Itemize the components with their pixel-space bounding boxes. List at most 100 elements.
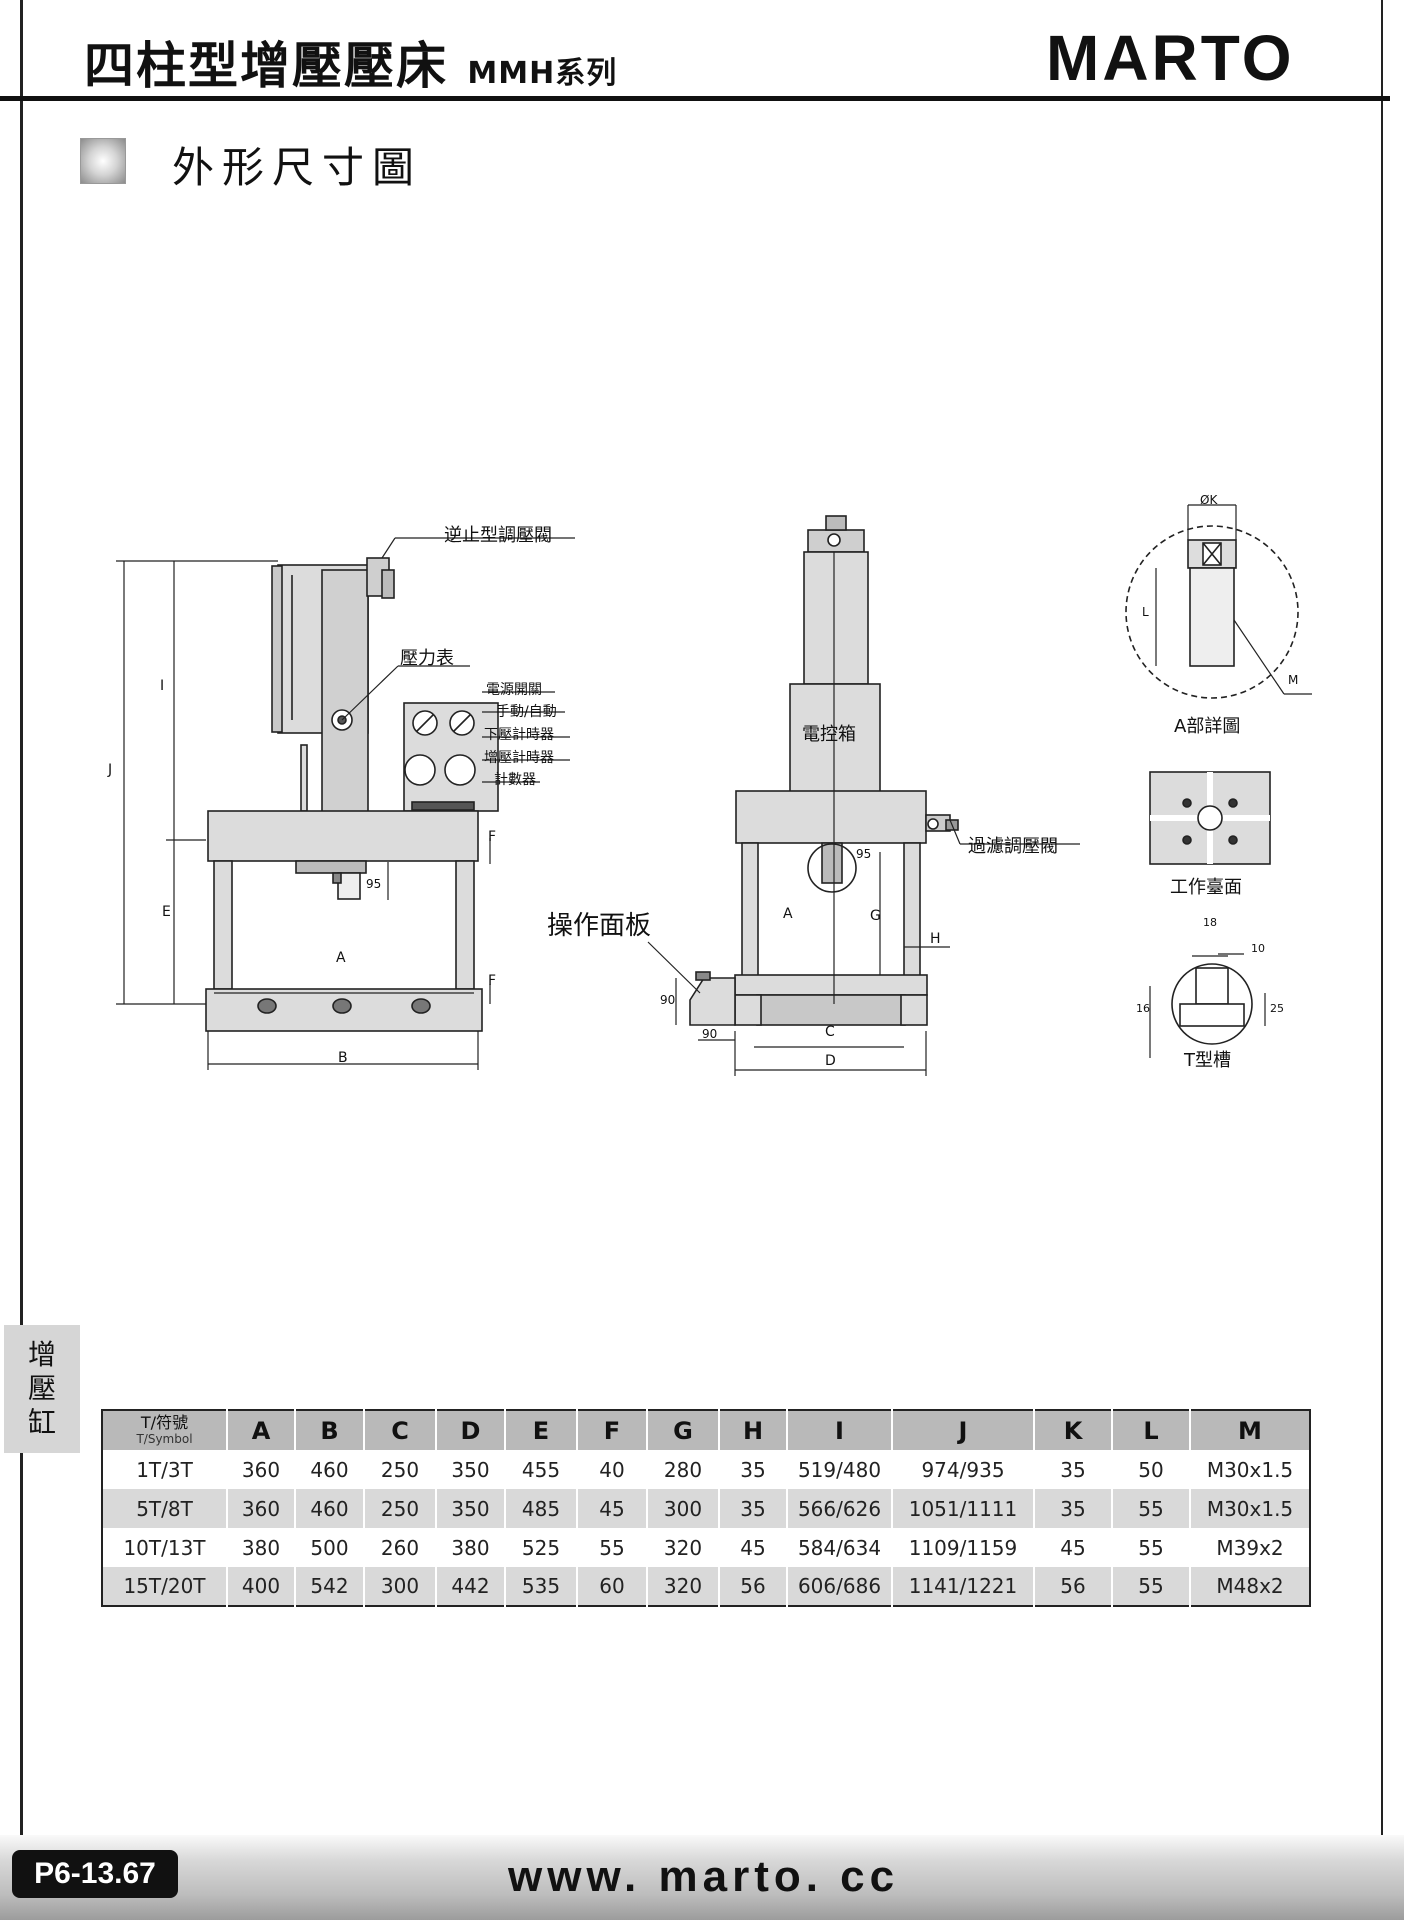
header-col: I	[786, 1410, 892, 1450]
table-cell: 15T/20T	[123, 1574, 206, 1598]
header-col: C	[363, 1410, 436, 1450]
table-cell: 320	[646, 1528, 719, 1567]
table-cell: 606/686	[786, 1567, 892, 1606]
table-cell: 260	[363, 1528, 436, 1567]
header-col: K	[1033, 1410, 1112, 1450]
label-down-timer: 下壓計時器	[484, 727, 554, 743]
dim-l: L	[1142, 605, 1149, 619]
table-cell: M30x1.5	[1189, 1450, 1310, 1489]
header-col: J	[891, 1410, 1034, 1450]
dim-e: E	[162, 904, 171, 920]
table-cell: 300	[646, 1489, 719, 1528]
label-t-slot: T型槽	[1183, 1050, 1231, 1071]
table-cell: 56	[718, 1567, 787, 1606]
dim-k: ØK	[1200, 493, 1218, 507]
table-cell: 460	[294, 1489, 364, 1528]
table-cell: 45	[718, 1528, 787, 1567]
table-cell: 55	[1111, 1489, 1190, 1528]
page-frame-left	[20, 0, 23, 1835]
header-col: F	[576, 1410, 647, 1450]
side-view	[205, 557, 499, 1032]
dim-g: G	[870, 908, 881, 924]
table-cell: 500	[294, 1528, 364, 1567]
dim-c: C	[825, 1024, 835, 1040]
dim-10: 10	[1251, 942, 1265, 955]
table-cell: M39x2	[1189, 1528, 1310, 1567]
table-cell: 45	[1033, 1528, 1112, 1567]
brand-logo: MARTO	[1046, 22, 1295, 94]
table-cell: 1051/1111	[891, 1489, 1034, 1528]
table-cell: 35	[718, 1450, 787, 1489]
dim-h: H	[930, 931, 941, 947]
label-power-switch: 電源開關	[486, 682, 542, 698]
dim-25: 25	[1270, 1002, 1284, 1015]
label-check-valve: 逆止型調壓閥	[444, 525, 552, 546]
label-detail-a: A部詳圖	[1174, 716, 1240, 737]
section-title: 外形尺寸圖	[172, 143, 423, 192]
table-cell: 360	[226, 1450, 295, 1489]
dim-95-front: 95	[856, 847, 871, 861]
label-filter-regulator: 過濾調壓閥	[968, 836, 1058, 857]
table-cell: 280	[646, 1450, 719, 1489]
table-cell: 50	[1111, 1450, 1190, 1489]
page-title: 四柱型增壓壓床 MMH系列	[84, 37, 618, 95]
dim-d: D	[825, 1053, 836, 1069]
t-slot-view	[1171, 963, 1253, 1045]
table-cell: 442	[435, 1567, 505, 1606]
table-cell: 525	[504, 1528, 577, 1567]
dim-a-marker: A	[783, 906, 793, 922]
table-cell: 535	[504, 1567, 577, 1606]
dim-16: 16	[1136, 1002, 1150, 1015]
detail-a-view	[1125, 525, 1299, 699]
table-cell: 60	[576, 1567, 647, 1606]
table-cell: 566/626	[786, 1489, 892, 1528]
label-operation-panel: 操作面板	[547, 911, 651, 941]
table-cell: 1141/1221	[891, 1567, 1034, 1606]
table-cell: 55	[1111, 1528, 1190, 1567]
table-cell: 35	[718, 1489, 787, 1528]
table-cell: 55	[1111, 1567, 1190, 1606]
work-table-view	[1149, 771, 1271, 865]
dim-90-height: 90	[660, 993, 675, 1007]
table-cell: 519/480	[786, 1450, 892, 1489]
table-cell: 584/634	[786, 1528, 892, 1567]
table-cell: 485	[504, 1489, 577, 1528]
dim-b: B	[338, 1050, 348, 1066]
header-divider	[0, 96, 1390, 101]
dim-95-side: 95	[366, 877, 381, 891]
table-cell: 35	[1033, 1450, 1112, 1489]
table-cell: 1109/1159	[891, 1528, 1034, 1567]
table-cell: 350	[435, 1489, 505, 1528]
dim-a: A	[336, 950, 346, 966]
table-cell: 300	[363, 1567, 436, 1606]
table-cell: 56	[1033, 1567, 1112, 1606]
header-col: M	[1189, 1410, 1310, 1450]
table-cell: 455	[504, 1450, 577, 1489]
table-cell: 400	[226, 1567, 295, 1606]
dim-j: J	[107, 762, 112, 778]
table-cell: 320	[646, 1567, 719, 1606]
dim-90-width: 90	[702, 1027, 717, 1041]
header-col: B	[294, 1410, 364, 1450]
page-number-badge: P6-13.67	[12, 1850, 178, 1898]
table-cell: 45	[576, 1489, 647, 1528]
side-tab: 增 壓 缸	[4, 1325, 80, 1453]
front-view	[689, 515, 959, 1026]
page-frame-right	[1381, 0, 1383, 1835]
dim-f-top: F	[488, 829, 496, 845]
table-cell: M48x2	[1189, 1567, 1310, 1606]
header-col: A	[226, 1410, 295, 1450]
side-tab-char: 壓	[27, 1372, 56, 1405]
header-col: H	[718, 1410, 787, 1450]
website-url: www. marto. cc	[508, 1852, 900, 1901]
table-cell: 35	[1033, 1489, 1112, 1528]
table-cell: 10T/13T	[123, 1535, 206, 1560]
table-cell: 360	[226, 1489, 295, 1528]
table-cell: 250	[363, 1489, 436, 1528]
table-cell: 350	[435, 1450, 505, 1489]
table-cell: 250	[363, 1450, 436, 1489]
dim-f-bottom: F	[488, 973, 496, 989]
header-col: D	[435, 1410, 505, 1450]
